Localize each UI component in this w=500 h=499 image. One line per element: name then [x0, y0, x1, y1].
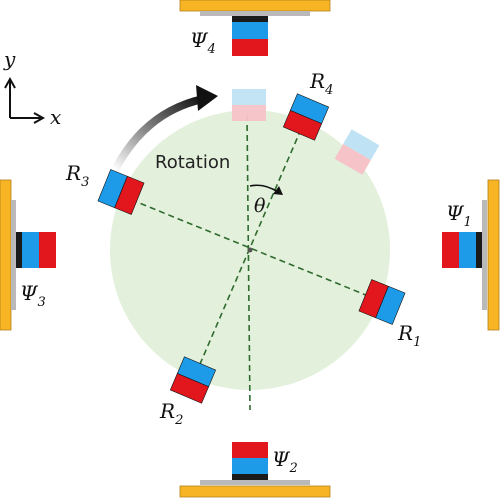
rotation-label: Rotation [155, 152, 230, 173]
station-psi4 [179, 0, 331, 56]
label-r1: R1 [397, 321, 421, 350]
theta-label: θ [254, 195, 266, 217]
label-r2: R2 [159, 399, 183, 428]
label-psi3: Ψ3 [20, 281, 46, 310]
axis-y-label: y [3, 47, 16, 71]
axis-glyph [4, 76, 46, 124]
label-psi1: Ψ1 [446, 201, 472, 230]
rotation-arrow [111, 95, 207, 174]
magnet-r3 [97, 169, 145, 215]
station-psi1 [442, 179, 500, 331]
axis-x-label: x [50, 105, 61, 129]
ghost-magnet-right [334, 129, 380, 175]
magnet-r1 [358, 279, 406, 325]
label-psi2: Ψ2 [272, 447, 298, 476]
dash-vertical [246, 114, 251, 411]
rotation-arrowhead [196, 85, 218, 111]
magnet-r2 [169, 356, 217, 404]
label-r4: R4 [309, 69, 333, 98]
dash-r3-r1 [121, 195, 384, 303]
theta-arrowhead [273, 186, 283, 195]
label-psi4: Ψ4 [190, 28, 216, 57]
station-psi3 [0, 179, 56, 331]
station-psi2 [179, 442, 331, 498]
center-point [247, 247, 253, 253]
label-r3: R3 [65, 161, 89, 190]
magnet-r4 [282, 93, 330, 141]
ghost-magnet-top [232, 89, 266, 121]
